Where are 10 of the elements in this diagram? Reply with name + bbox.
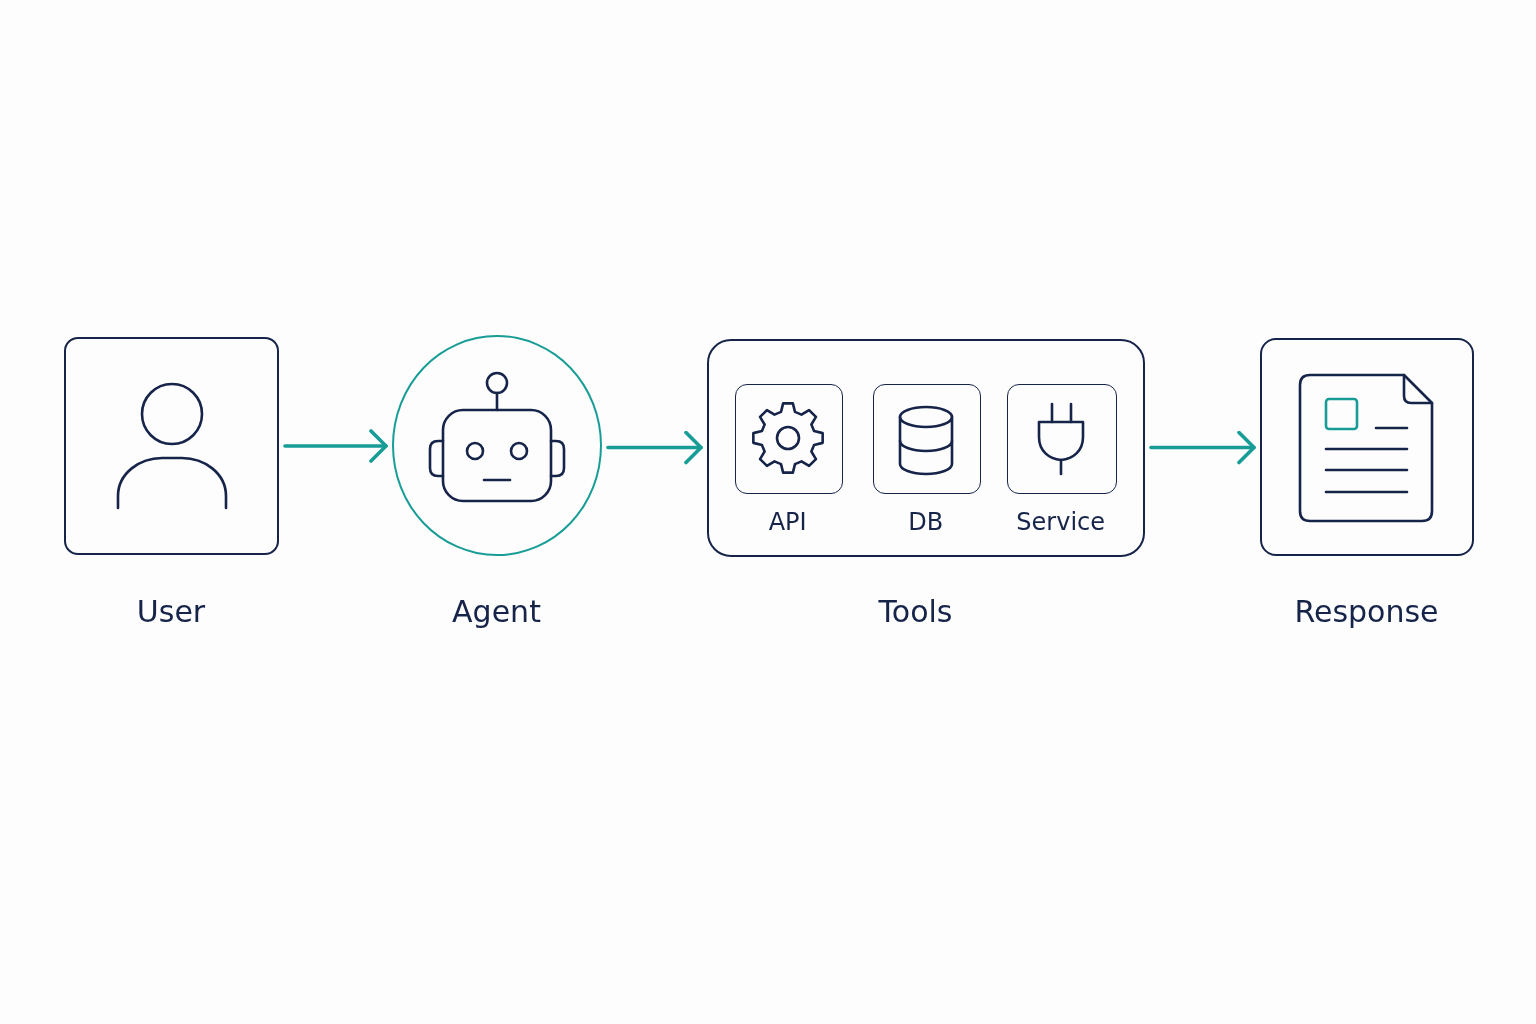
arrow [283, 429, 388, 463]
node-label: Response [1294, 593, 1439, 630]
node-label: Tools [878, 593, 953, 630]
tool-label: Service [1016, 508, 1106, 538]
tool-label: DB [908, 508, 944, 538]
node-label: Agent [452, 593, 541, 630]
tool-label: API [768, 508, 807, 538]
arrow [1149, 430, 1256, 465]
node-label: User [136, 593, 206, 630]
arrow [606, 430, 703, 465]
